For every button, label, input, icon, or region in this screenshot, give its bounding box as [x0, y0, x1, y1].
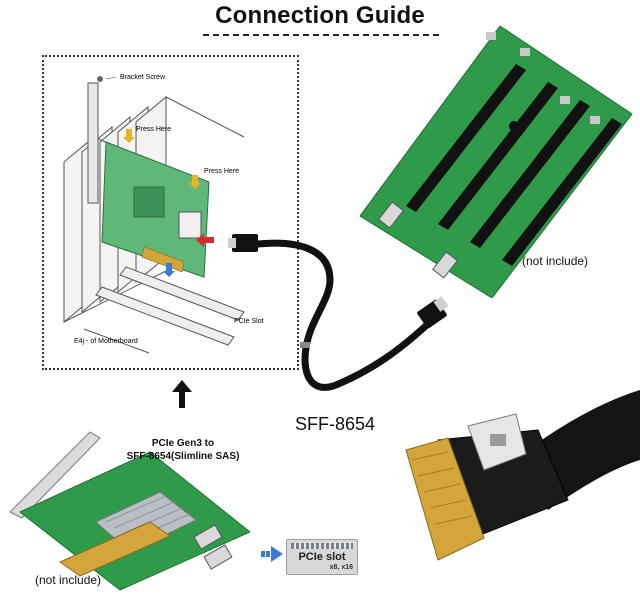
motherboard-label: E4j - of Motherboard: [74, 338, 138, 345]
pcie-slot-label: PCIe slot: [298, 551, 346, 563]
pcie-slot-diagram-label: PCIe Slot: [234, 318, 264, 325]
cable-label: SFF-8654: [295, 414, 376, 434]
page-title: Connection Guide: [215, 2, 425, 29]
press-here-label-2: Press Here: [204, 168, 239, 175]
slot-graphic: [291, 543, 353, 549]
riser-not-included-note: (not include): [522, 254, 589, 268]
adapter-card-image: [9, 431, 250, 591]
screw-icon: [97, 76, 103, 82]
pcie-slot-sizes: x8, x16: [329, 564, 353, 571]
installation-drawing: Bracket Screw Press Here Press Here PCIe…: [63, 74, 264, 354]
installation-diagram: Bracket Screw Press Here Press Here PCIe…: [42, 55, 299, 370]
pcie-slot-badge: PCIe slot x8, x16: [286, 539, 358, 575]
up-arrow-icon: [172, 380, 192, 408]
connector-closeup-image: [405, 390, 640, 561]
bracket-screw-label: Bracket Screw: [120, 74, 166, 81]
press-here-label-1: Press Here: [136, 126, 171, 133]
right-arrow-icon: [261, 546, 283, 562]
riser-board-image: [359, 25, 633, 298]
title-underline: [203, 34, 439, 36]
cable-connector-left: [232, 234, 258, 252]
adapter-not-included-note: (not include): [35, 573, 102, 587]
